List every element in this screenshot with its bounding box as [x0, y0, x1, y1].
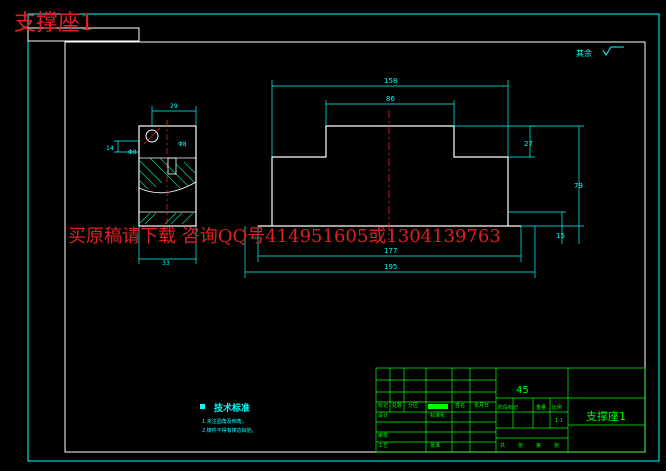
dim-177: 177 — [384, 247, 397, 255]
tb-label-of: 第 — [536, 442, 541, 449]
dim-86: 86 — [386, 95, 395, 103]
outer-frame — [27, 13, 660, 462]
tb-label-stage: 阶段标记 — [498, 404, 518, 411]
tb-label-standard: 标准化 — [430, 412, 445, 419]
drawing-number-box — [27, 27, 140, 42]
tech-note-2: 2.铸件不得有铸造缺陷。 — [202, 427, 257, 434]
dim-phi8-a: Φ8 — [128, 149, 137, 156]
tech-notes-title: 技术标准 — [214, 402, 250, 414]
dim-29: 29 — [170, 103, 178, 110]
tb-label-sheet-b: 张 — [554, 442, 559, 449]
dim-158: 158 — [384, 77, 397, 85]
title-block — [375, 367, 646, 453]
front-view-outline — [271, 125, 509, 226]
tech-note-1: 1.未注圆角及倒角。 — [202, 418, 247, 425]
tb-label-sign: 签名 — [455, 402, 465, 409]
note-bullet — [200, 404, 205, 409]
watermark-advertisement: 买原稿请下载 咨询QQ号414951605或1304139763 — [68, 226, 501, 247]
dim-195: 195 — [384, 263, 397, 271]
tb-label-count: 处数 — [392, 402, 402, 409]
dim-33: 33 — [162, 260, 170, 267]
tb-label-sheet-a: 张 — [518, 442, 523, 449]
tb-scale-value: 1:1 — [555, 418, 563, 424]
tb-label-zone: 分区 — [408, 402, 418, 409]
inner-frame — [64, 41, 646, 453]
side-view — [138, 120, 197, 236]
dim-15: 15 — [556, 232, 565, 240]
dim-phi8-b: Φ8 — [178, 141, 187, 148]
part-name: 支撑座1 — [586, 409, 626, 423]
tb-label-design: 设计 — [378, 412, 388, 419]
tb-label-process: 工艺 — [378, 443, 388, 449]
dim-14: 14 — [106, 145, 114, 152]
tb-label-scale: 比例 — [552, 404, 562, 411]
titleblock-filled-cell — [428, 404, 448, 409]
tb-label-date: 年月日 — [474, 402, 489, 409]
side-view-slot — [167, 157, 177, 175]
tb-label-weight: 重量 — [536, 404, 546, 411]
dim-27: 27 — [524, 140, 533, 148]
side-view-outline — [138, 125, 197, 227]
tb-label-approve: 批准 — [430, 442, 440, 449]
dim-79: 79 — [574, 182, 583, 190]
side-view-dimensions — [114, 106, 197, 264]
side-view-section-boundary — [138, 157, 197, 194]
technical-notes: 技术标准 1.未注圆角及倒角。 2.铸件不得有铸造缺陷。 — [200, 402, 257, 434]
front-view-dimensions — [244, 80, 584, 278]
roughness-symbol — [602, 46, 624, 56]
side-view-hole-centerline — [143, 127, 161, 145]
material-value: 45 — [516, 385, 529, 396]
tb-label-total: 共 — [500, 442, 505, 449]
tb-label-mark: 标记 — [378, 402, 388, 409]
front-view — [258, 110, 521, 240]
tb-label-review: 审核 — [378, 432, 388, 439]
surface-finish-label: 其余 — [576, 48, 592, 58]
watermark-title: 支撑座1 — [14, 11, 94, 36]
side-view-hole — [145, 129, 159, 143]
